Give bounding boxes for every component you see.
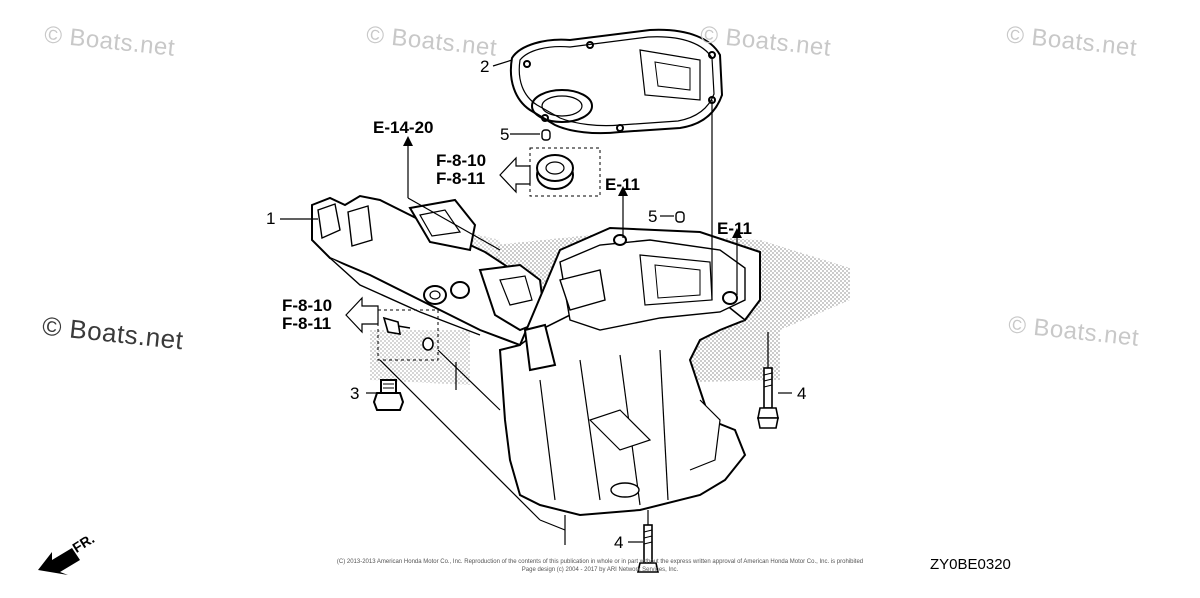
copyright-line: (C) 2013-2013 American Honda Motor Co., …	[336, 559, 864, 565]
mount-bracket-part	[311, 194, 552, 347]
copyright-notice: (C) 2013-2013 American Honda Motor Co., …	[330, 558, 870, 574]
callout-part-3[interactable]: 3	[350, 384, 360, 403]
left-shading	[370, 330, 470, 385]
dowel-pin-top	[541, 129, 551, 141]
ref-label-f-8-11-left[interactable]: F-8-11	[282, 314, 332, 333]
leader-lines	[280, 59, 792, 545]
plug-group-box	[377, 309, 439, 361]
gasket-part	[510, 28, 724, 135]
callout-part-4-bottom[interactable]: 4	[614, 533, 624, 552]
dowel-pin-mid	[675, 211, 685, 223]
small-plug-part	[382, 316, 434, 351]
callout-part-4-right[interactable]: 4	[797, 384, 807, 403]
callout-part-5-mid[interactable]: 5	[648, 207, 658, 226]
oil-pan-case	[498, 226, 761, 517]
drain-plug-part	[372, 379, 405, 411]
ref-label-f-8-11-top[interactable]: F-8-11	[436, 169, 486, 188]
copyright-line: Page design (c) 2004 - 2017 by ARI Netwo…	[521, 567, 679, 573]
callout-part-2[interactable]: 2	[480, 57, 490, 76]
diagram-code: ZY0BE0320	[930, 556, 1011, 573]
reference-arrows	[403, 136, 742, 238]
ref-label-e-11-right[interactable]: E-11	[717, 219, 752, 238]
ref-label-f-8-10-top[interactable]: F-8-10	[436, 151, 487, 170]
front-direction-arrow-icon	[38, 548, 80, 575]
ref-label-e-14-20[interactable]: E-14-20	[373, 118, 434, 137]
ref-label-f-8-10-left[interactable]: F-8-10	[282, 296, 333, 315]
callout-part-5-top[interactable]: 5	[500, 125, 510, 144]
ref-label-e-11-center[interactable]: E-11	[605, 175, 640, 194]
callout-part-1[interactable]: 1	[266, 209, 276, 228]
bolt-right	[757, 367, 779, 429]
oil-seal-part	[536, 154, 574, 190]
hollow-arrows	[345, 156, 531, 334]
bolt-bottom	[637, 524, 659, 573]
